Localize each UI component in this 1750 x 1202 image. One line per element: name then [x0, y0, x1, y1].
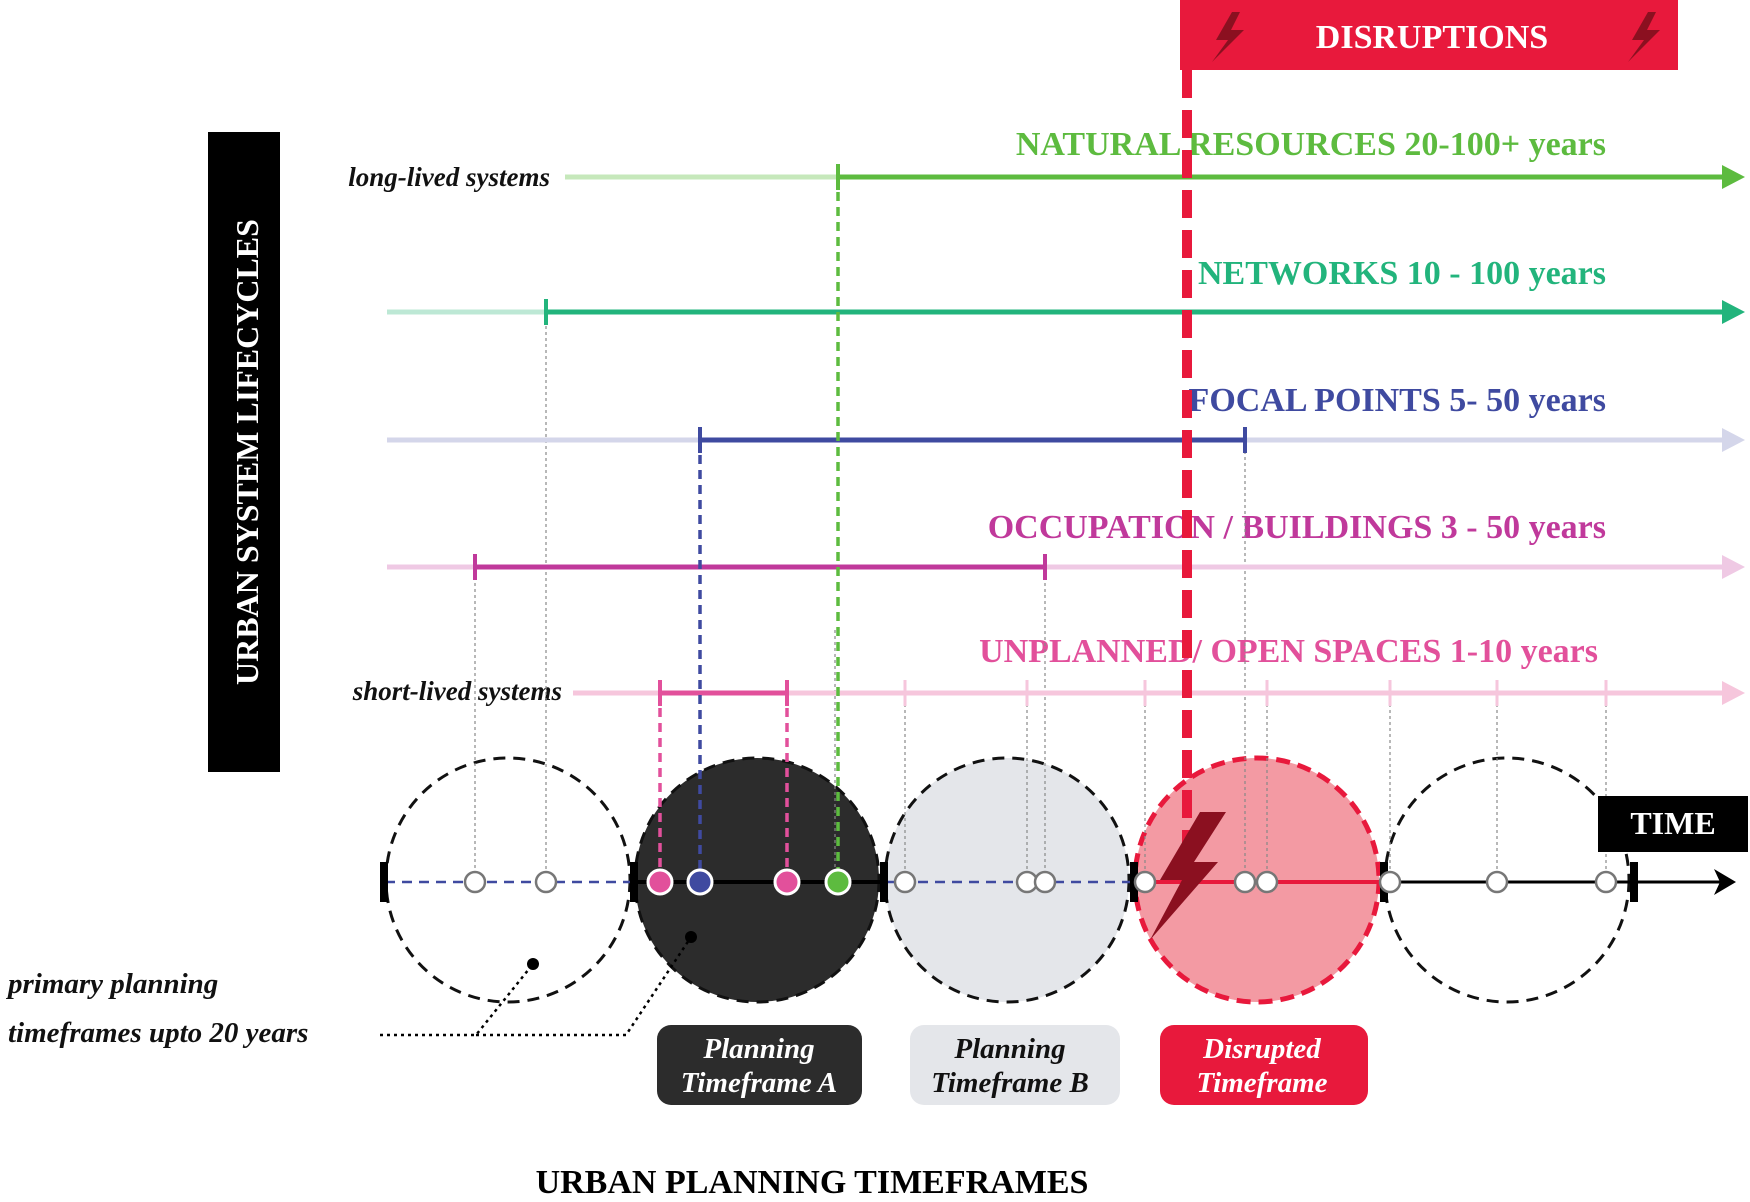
- open-spaces-start-point: [646, 868, 674, 896]
- timeframe-label-b: Planning Timeframe B: [910, 1025, 1120, 1105]
- timeframe-circle-b: [883, 756, 1131, 1004]
- lifecycle-label-occupation-buildings: OCCUPATION / BUILDINGS 3 - 50 years: [988, 509, 1606, 546]
- time-arrowhead-icon: [1714, 869, 1736, 895]
- time-label-box: TIME: [1598, 796, 1748, 852]
- lifecycle-label-unplanned-open-spaces: UNPLANNED/ OPEN SPACES 1-10 years: [979, 633, 1598, 670]
- vertical-label-text: URBAN SYSTEM LIFECYCLES: [229, 219, 265, 685]
- lightning-bolt-icon: [1628, 12, 1660, 62]
- arrowhead-icon: [1722, 165, 1745, 189]
- lifecycle-line-unplanned-open-spaces: [573, 680, 1745, 706]
- disruption-bolt-icon: [1150, 812, 1226, 940]
- lifecycle-label-networks: NETWORKS 10 - 100 years: [1198, 255, 1606, 292]
- time-label: TIME: [1630, 805, 1715, 841]
- lifecycle-line-networks: [387, 299, 1745, 325]
- time-axis-points: [463, 868, 1618, 896]
- disruptions-banner: DISRUPTIONS: [1180, 0, 1678, 70]
- disruptions-banner-bg: [1180, 0, 1678, 70]
- lifecycle-line-occupation-buildings: [387, 554, 1745, 580]
- disruptions-label: DISRUPTIONS: [1316, 19, 1548, 56]
- timeframe-label-a: Planning Timeframe A: [657, 1025, 862, 1105]
- timeframe-a-connectors: [658, 177, 840, 880]
- focal-points-start-point: [686, 868, 714, 896]
- timeframe-a-line1: Planning: [702, 1033, 814, 1065]
- timeframe-circles: [384, 755, 1631, 1005]
- open-spaces-end-point: [773, 868, 801, 896]
- lifecycle-label-natural-resources: NATURAL RESOURCES 20-100+ years: [1016, 126, 1606, 163]
- arrowhead-icon: [1722, 681, 1745, 705]
- long-lived-systems-label: long-lived systems: [348, 162, 550, 192]
- lifecycle-line-focal-points: [387, 427, 1745, 453]
- time-label-bg: [1598, 796, 1748, 852]
- natural-resources-start-point: [824, 868, 852, 896]
- timeframe-circle-past: [384, 756, 632, 1004]
- short-lived-systems-label: short-lived systems: [352, 676, 562, 706]
- primary-planning-note: primary planning timeframes upto 20 year…: [5, 931, 697, 1049]
- arrowhead-icon: [1722, 428, 1745, 452]
- primary-note-line2: timeframes upto 20 years: [8, 1017, 308, 1049]
- vertical-label-bg: [208, 132, 280, 772]
- timeframe-a-line2: Timeframe A: [681, 1067, 838, 1099]
- disrupted-line1: Disrupted: [1202, 1033, 1321, 1065]
- lifecycle-line-natural-resources: [565, 164, 1745, 190]
- lifecycle-label-focal-points: FOCAL POINTS 5- 50 years: [1189, 382, 1606, 419]
- arrowhead-icon: [1722, 555, 1745, 579]
- urban-system-lifecycles-label: URBAN SYSTEM LIFECYCLES: [208, 132, 280, 772]
- footer-title: URBAN PLANNING TIMEFRAMES: [536, 1164, 1089, 1201]
- arrowhead-icon: [1722, 300, 1745, 324]
- timeframe-b-line1: Planning: [953, 1033, 1065, 1065]
- lightning-bolt-icon: [1212, 12, 1244, 62]
- timeframe-b-line2: Timeframe B: [931, 1067, 1089, 1099]
- primary-note-line1: primary planning: [5, 968, 218, 1000]
- timeframe-label-disrupted: Disrupted Timeframe: [1160, 1025, 1368, 1105]
- disrupted-line2: Timeframe: [1197, 1067, 1328, 1099]
